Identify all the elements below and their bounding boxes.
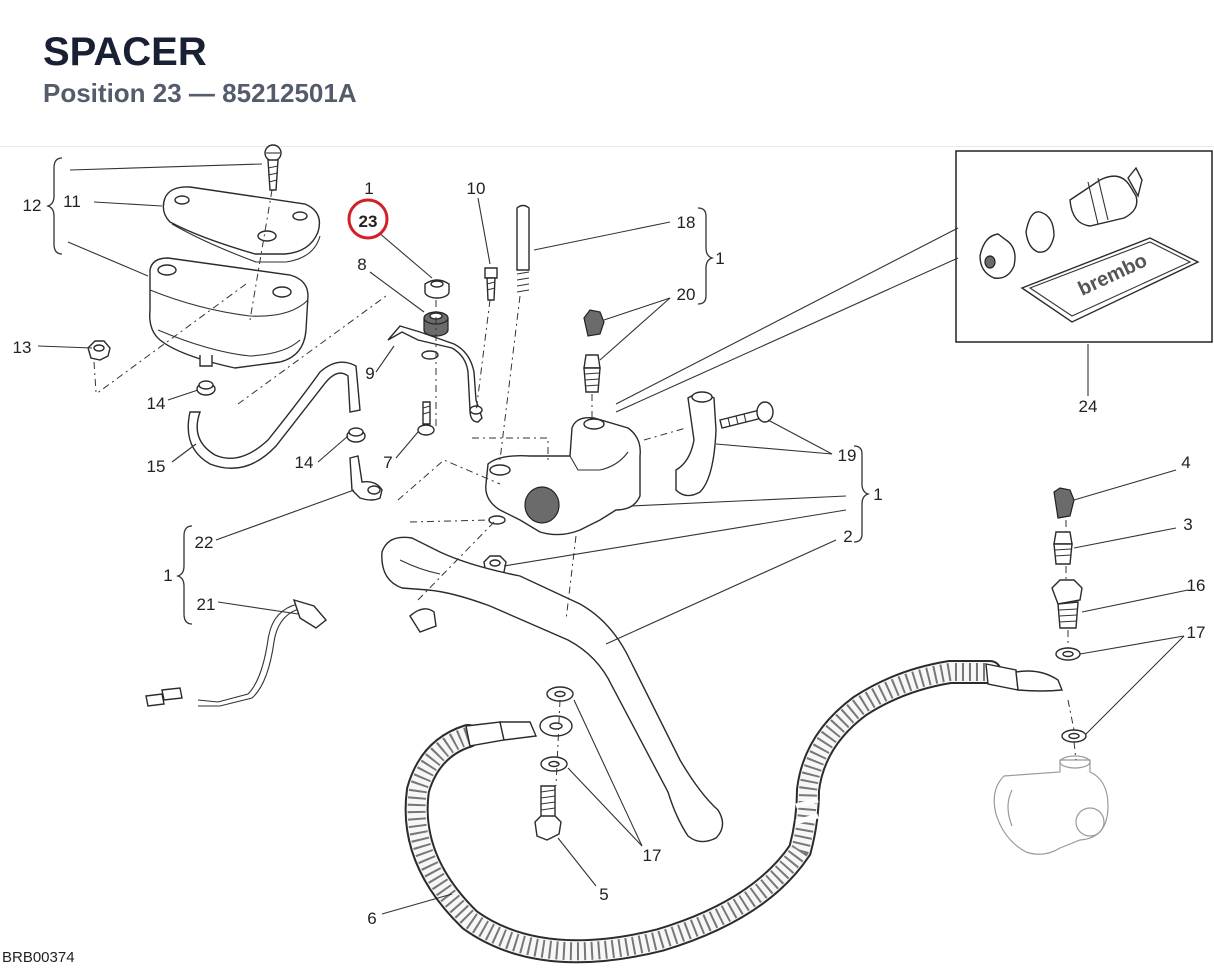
reservoir-hose[interactable]	[187, 361, 361, 469]
callout-6[interactable]: 6	[367, 909, 376, 928]
callout-1-right-lower[interactable]: 1	[873, 485, 882, 504]
callout-1-top[interactable]: 1	[364, 179, 373, 198]
callout-18[interactable]: 18	[677, 213, 696, 232]
bleeder-valve[interactable]	[583, 354, 601, 393]
callout-7[interactable]: 7	[383, 453, 392, 472]
assembly-axis-lines	[93, 189, 1077, 787]
callout-8[interactable]: 8	[357, 255, 366, 274]
reservoir-bracket[interactable]	[387, 325, 483, 423]
washer-upper[interactable]	[546, 686, 574, 702]
page-title: SPACER	[43, 30, 207, 74]
hose-clamp-lower[interactable]	[346, 427, 366, 443]
clutch-slave-cylinder	[993, 755, 1109, 855]
bracket-screw[interactable]	[417, 401, 435, 436]
header: SPACER Position 23 — 85212501A	[43, 28, 357, 110]
callout-1-left[interactable]: 1	[163, 566, 172, 585]
brake-light-switch[interactable]	[145, 598, 328, 707]
callout-13[interactable]: 13	[13, 338, 32, 357]
callout-4[interactable]: 4	[1181, 453, 1190, 472]
highlighted-callout-23[interactable]: 23	[347, 198, 389, 240]
repair-kit-inset: brembo	[955, 150, 1213, 343]
header-divider	[0, 146, 1214, 147]
reservoir-cap[interactable]	[162, 186, 321, 263]
callout-24[interactable]: 24	[1079, 397, 1098, 416]
callout-1-right-upper[interactable]: 1	[715, 249, 724, 268]
callout-2[interactable]: 2	[843, 527, 852, 546]
master-cylinder-body[interactable]	[485, 417, 641, 536]
clamp-bolt[interactable]	[719, 401, 774, 429]
reservoir-nut[interactable]	[87, 340, 111, 361]
banjo-eye[interactable]	[539, 715, 573, 737]
bleeder-valve-right[interactable]	[1053, 531, 1073, 565]
washer-right-lower[interactable]	[1061, 729, 1087, 743]
callout-21[interactable]: 21	[197, 595, 216, 614]
washer-lower[interactable]	[540, 756, 568, 772]
callout-23: 23	[359, 212, 378, 231]
pivot-pin[interactable]	[516, 204, 530, 293]
group-braces	[45, 157, 871, 625]
handlebar-clamp[interactable]	[675, 391, 717, 497]
callout-9[interactable]: 9	[365, 364, 374, 383]
callout-20[interactable]: 20	[677, 285, 696, 304]
bleeder-cap-right[interactable]	[1053, 487, 1075, 519]
callout-17-right[interactable]: 17	[1187, 623, 1206, 642]
callout-labels: 1 10 18 1 20 12 11 8 9 13 14 14 15 7 19 …	[13, 179, 1206, 928]
bolt-part-10[interactable]	[484, 267, 498, 301]
callout-14-lower[interactable]: 14	[295, 453, 314, 472]
banjo-fitting[interactable]	[349, 455, 383, 501]
callout-15[interactable]: 15	[147, 457, 166, 476]
callout-16[interactable]: 16	[1187, 576, 1206, 595]
callout-11[interactable]: 11	[63, 192, 81, 211]
callout-22[interactable]: 22	[195, 533, 214, 552]
drawing-code: BRB00374	[2, 949, 75, 966]
callout-19[interactable]: 19	[838, 446, 857, 465]
page-subtitle: Position 23 — 85212501A	[43, 78, 357, 108]
spacer-part-23[interactable]	[424, 279, 450, 299]
brake-lever[interactable]	[381, 536, 724, 843]
callout-17-lower[interactable]: 17	[643, 846, 662, 865]
leader-lines	[37, 163, 1189, 915]
callout-12[interactable]: 12	[23, 196, 42, 215]
reservoir-screw[interactable]	[264, 144, 282, 191]
banjo-bolt[interactable]	[534, 785, 562, 841]
washer-right-upper[interactable]	[1055, 647, 1081, 661]
callout-5[interactable]: 5	[599, 885, 608, 904]
fluid-reservoir[interactable]	[149, 257, 309, 369]
callout-14-upper[interactable]: 14	[147, 394, 166, 413]
hose-clamp-upper[interactable]	[196, 380, 216, 396]
bleeder-cap[interactable]	[583, 309, 605, 337]
callout-10[interactable]: 10	[467, 179, 486, 198]
braided-brake-hose[interactable]	[404, 660, 1063, 964]
lever-pivot-bushing[interactable]	[488, 515, 506, 525]
callout-3[interactable]: 3	[1183, 515, 1192, 534]
adapter-fitting[interactable]	[1051, 579, 1083, 629]
